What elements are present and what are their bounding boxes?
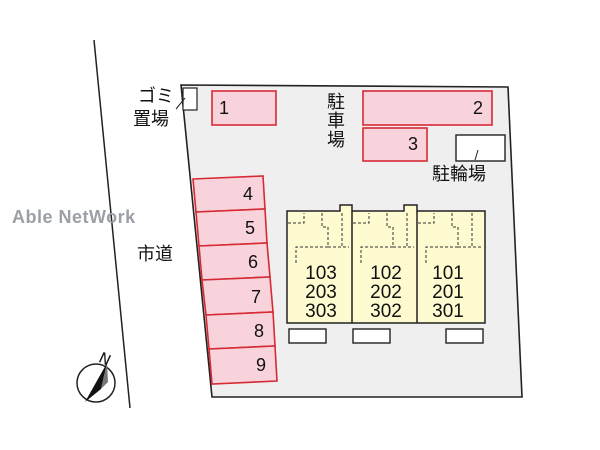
garbage-label-line1: ゴミ (138, 86, 174, 107)
room-number: 301 (432, 301, 464, 322)
unit-rooms-2: 102 202 302 (356, 264, 416, 321)
parking-space-2 (362, 90, 493, 126)
parking-number-4: 4 (243, 184, 254, 204)
room-number: 102 (370, 263, 402, 284)
parking-number-3: 3 (408, 134, 419, 154)
building-outline (286, 204, 486, 324)
parking-space-7 (201, 276, 274, 316)
room-number: 203 (305, 282, 337, 303)
building (286, 204, 486, 344)
parking-number-1: 1 (219, 98, 230, 118)
parking-number-5: 5 (245, 218, 256, 238)
parking-space-9 (208, 345, 278, 385)
room-number: 201 (432, 282, 464, 303)
parking-number-6: 6 (248, 252, 259, 272)
parking-number-8: 8 (254, 321, 265, 341)
parking-spaces (192, 90, 493, 385)
road-edge-line (93, 39, 131, 409)
parking-space-3 (362, 127, 428, 162)
room-number: 101 (432, 263, 464, 284)
interior-dashed-lines (288, 213, 483, 264)
parking-space-8 (205, 311, 276, 350)
parking-number-2: 2 (473, 98, 484, 118)
watermark: Able NetWork (12, 207, 136, 227)
parking-number-9: 9 (256, 355, 267, 375)
compass (76, 363, 116, 403)
parking-space-5 (195, 208, 268, 247)
parking-number-7: 7 (251, 287, 262, 307)
bicycle-parking-label: 駐輪場 (432, 164, 486, 185)
parking-label: 駐車場 (324, 92, 345, 149)
road-label: 市道 (137, 244, 173, 265)
parking-space-1 (211, 90, 277, 126)
room-number: 202 (370, 282, 402, 303)
garbage-area-box (182, 87, 198, 111)
unit-rooms-1: 103 203 303 (291, 264, 351, 321)
unit-rooms-3: 101 201 301 (418, 264, 478, 321)
compass-needle (85, 363, 107, 402)
garbage-label-line2: 置場 (133, 109, 169, 130)
room-number: 303 (305, 301, 337, 322)
bicycle-leader-line (474, 149, 479, 161)
balcony-unit-2 (352, 328, 391, 344)
room-number: 302 (370, 301, 402, 322)
parking-space-4 (192, 175, 266, 213)
parking-space-6 (198, 242, 271, 281)
balcony-unit-3 (445, 328, 484, 344)
garbage-leader-line (175, 97, 186, 110)
room-number: 103 (305, 263, 337, 284)
bicycle-parking-box (455, 134, 506, 162)
balcony-unit-1 (288, 328, 327, 344)
